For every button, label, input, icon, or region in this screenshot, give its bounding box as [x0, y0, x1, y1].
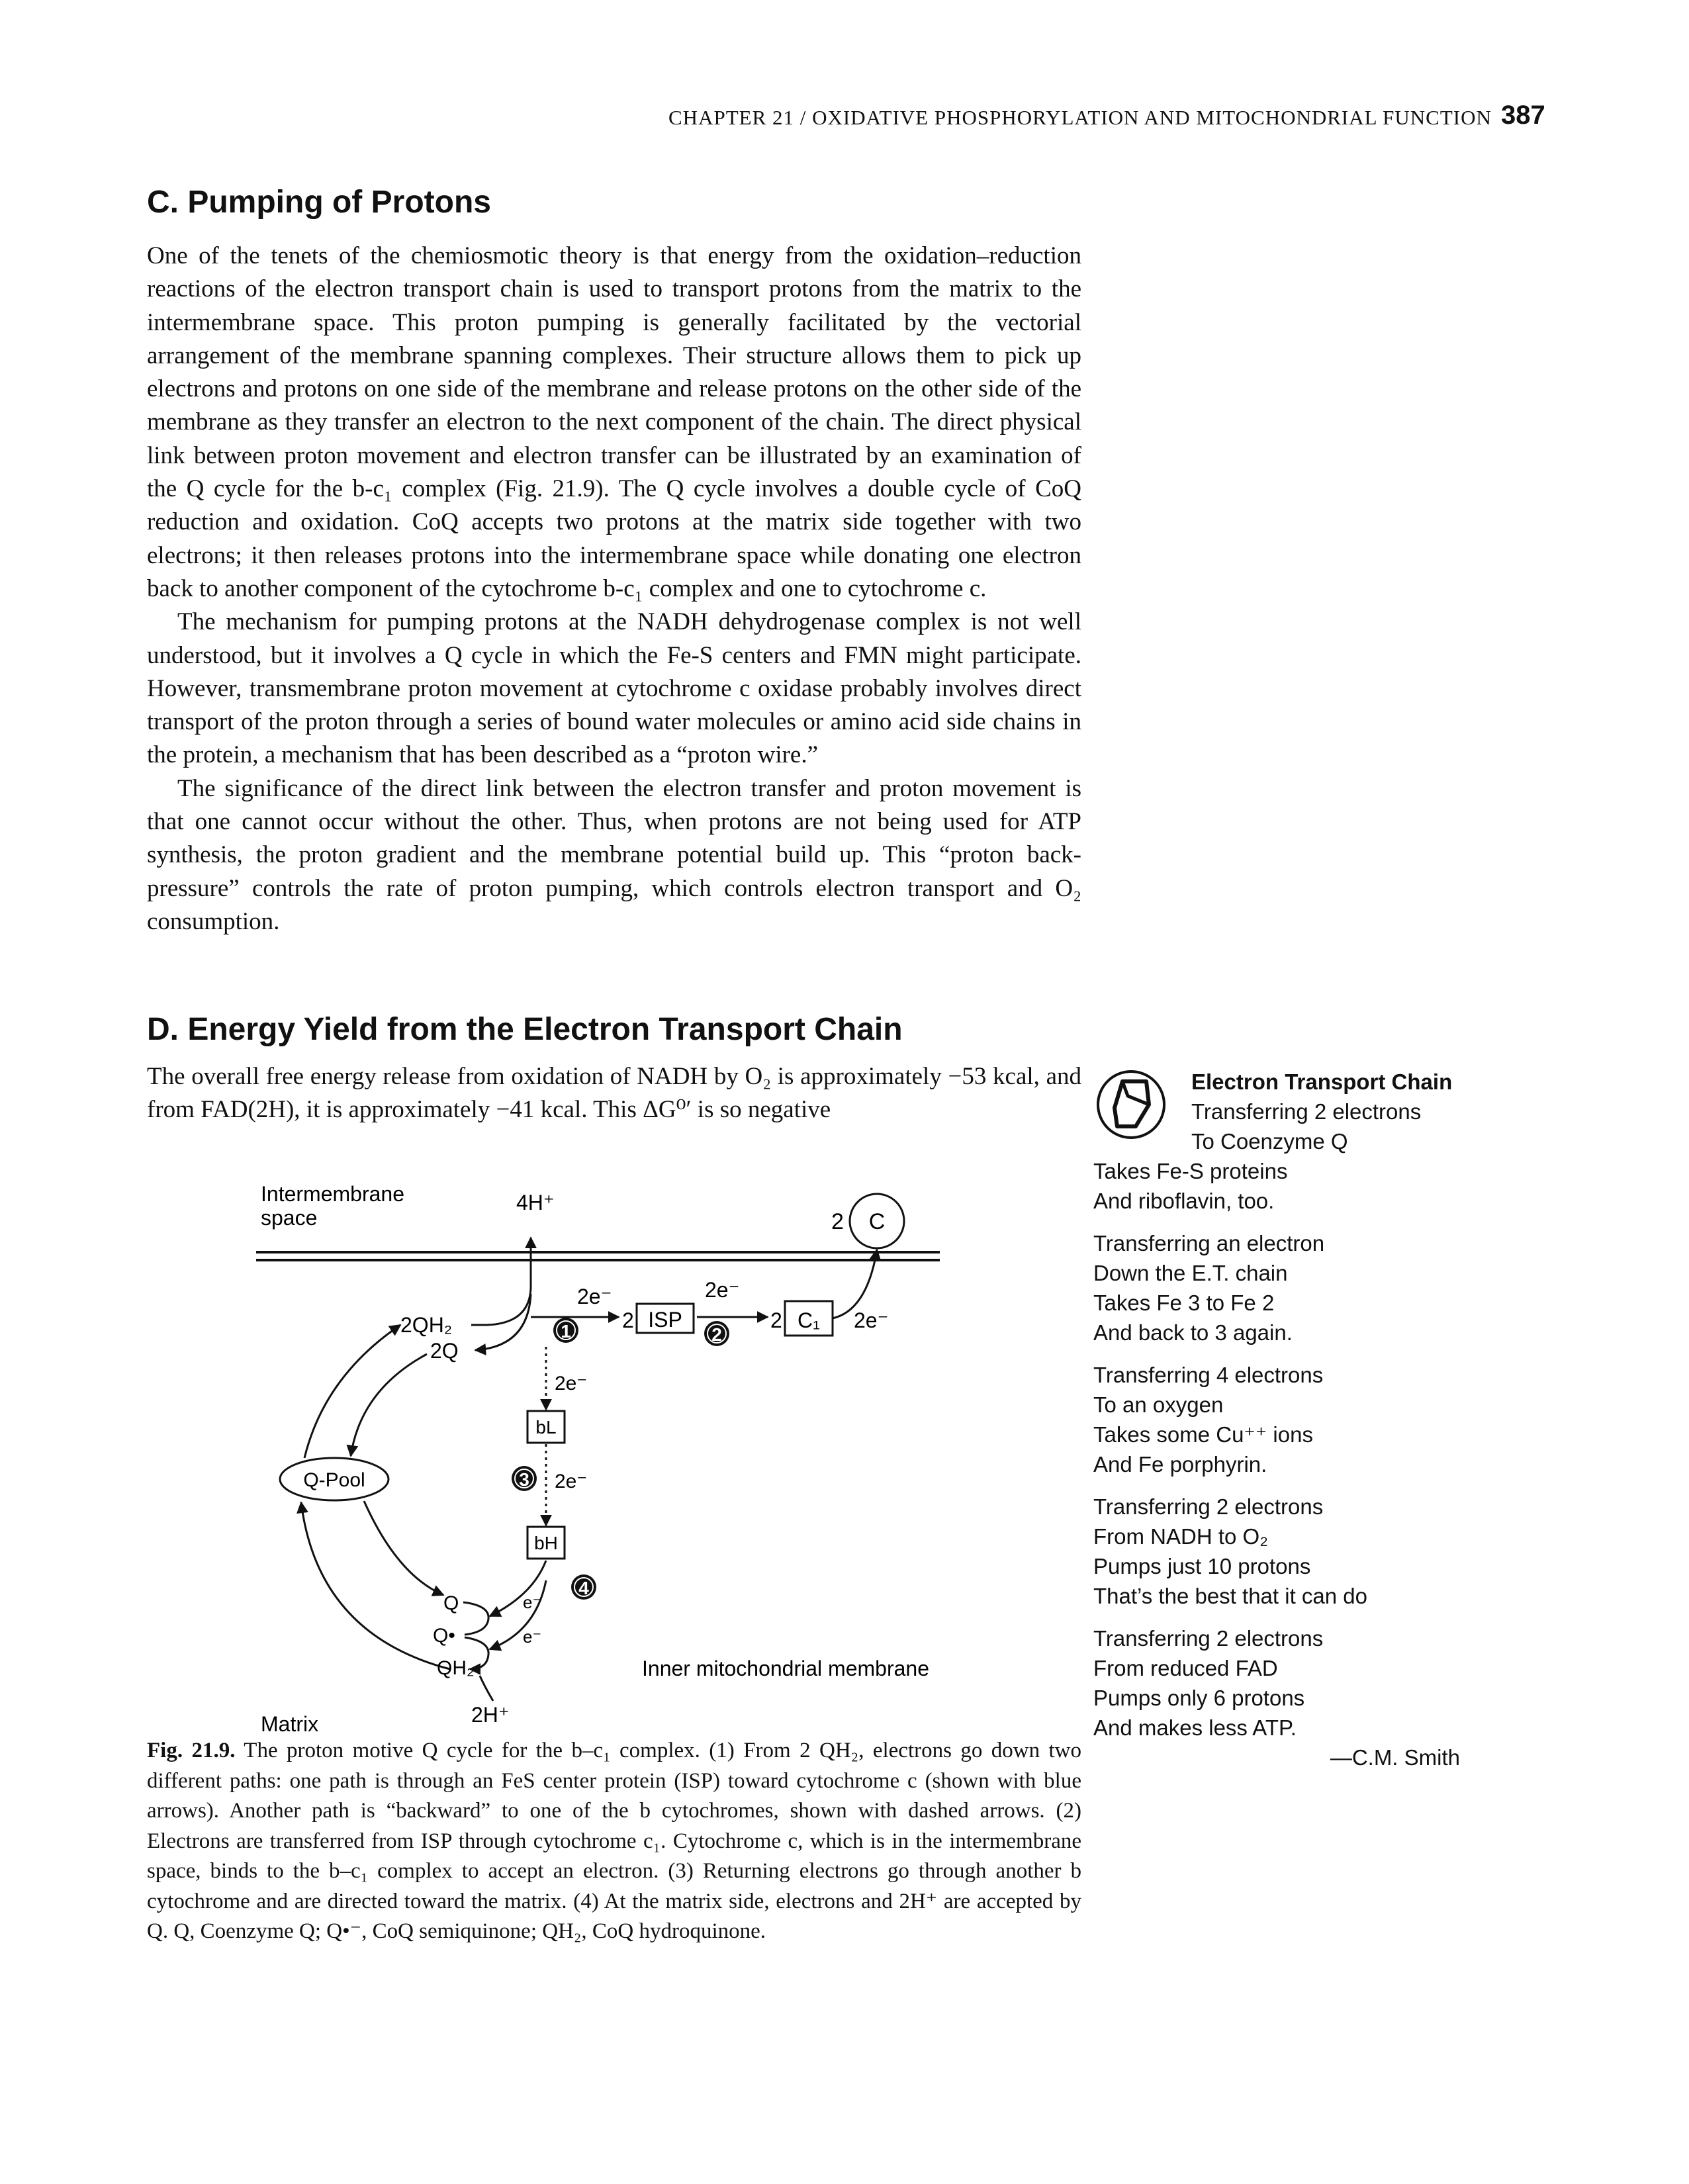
poem-line: Takes Fe-S proteins — [1093, 1159, 1288, 1183]
electron-label-c: 2e⁻ — [854, 1308, 888, 1332]
paragraph: One of the tenets of the chemiosmotic th… — [147, 242, 1081, 602]
poem-line: From NADH to O₂ — [1093, 1524, 1268, 1549]
poem-line: Transferring an electron — [1093, 1231, 1325, 1255]
q-pool-label: Q-Pool — [303, 1469, 365, 1491]
membrane-label: Inner mitochondrial membrane — [642, 1657, 929, 1680]
matrix-label: Matrix — [261, 1712, 318, 1734]
figure-q-cycle: Intermembrane space 4H⁺ 2 C 2QH₂ 2Q 2e⁻ … — [238, 1171, 966, 1734]
page-number: 387 — [1501, 101, 1545, 130]
intermembrane-label: Intermembrane — [261, 1182, 404, 1206]
arrow-q-to-pool — [346, 1353, 428, 1457]
poem-line: Pumps just 10 protons — [1093, 1554, 1311, 1578]
q-return-arrow — [474, 1293, 532, 1355]
two-q-label: 2Q — [430, 1339, 459, 1363]
section-heading-c: C. Pumping of Protons — [147, 185, 491, 220]
electron-label-isp: 2e⁻ — [577, 1285, 612, 1308]
electron-label-bh: 2e⁻ — [555, 1471, 587, 1492]
proton-release-arrow — [486, 1236, 537, 1326]
step-1-label: 1 — [561, 1321, 571, 1342]
step-4-label: 4 — [578, 1578, 589, 1598]
c1-label: C₁ — [798, 1308, 820, 1332]
two-isp-label: 2 — [622, 1308, 634, 1332]
poem-line: And riboflavin, too. — [1093, 1189, 1275, 1213]
section-c-body: One of the tenets of the chemiosmotic th… — [147, 240, 1081, 938]
bl-label: bL — [535, 1417, 556, 1437]
poem-line: Transferring 2 electrons — [1093, 1626, 1324, 1651]
poem-title: Electron Transport Chain — [1191, 1069, 1453, 1094]
poem-line: To Coenzyme Q — [1191, 1129, 1348, 1154]
q-reduction-bracket-2 — [464, 1636, 490, 1675]
rhyme-icon — [1097, 1070, 1165, 1139]
arrow-pool-to-q — [363, 1500, 445, 1596]
two-c-label: 2 — [831, 1209, 844, 1234]
q-reduction-bracket-1 — [463, 1601, 490, 1636]
isp-box — [635, 1302, 695, 1334]
section-heading-d: D. Energy Yield from the Electron Transp… — [147, 1012, 903, 1047]
electron-label-bl: 2e⁻ — [555, 1373, 587, 1394]
poem-line: Transferring 2 electrons — [1093, 1494, 1324, 1519]
electron-arrow-bh-to-qsemi — [488, 1580, 547, 1651]
two-qh2-label: 2QH₂ — [400, 1313, 452, 1337]
paragraph: The overall free energy release from oxi… — [147, 1063, 1081, 1124]
bl-box — [526, 1410, 566, 1444]
poem-line: And back to 3 again. — [1093, 1320, 1293, 1345]
poem-line: Transferring 2 electrons — [1191, 1099, 1422, 1124]
q-cycle-diagram: Intermembrane space 4H⁺ 2 C 2QH₂ 2Q 2e⁻ … — [256, 1182, 940, 1734]
poem-line: To an oxygen — [1093, 1392, 1224, 1417]
electron-label-q: e⁻ — [523, 1592, 541, 1612]
bh-label: bH — [534, 1533, 558, 1553]
electron-label-c1: 2e⁻ — [705, 1278, 739, 1302]
bh-box — [526, 1525, 566, 1560]
poem-line: From reduced FAD — [1093, 1656, 1278, 1680]
electron-arrow-to-c — [832, 1248, 882, 1320]
paragraph: The significance of the direct link betw… — [147, 774, 1081, 935]
qh2-label: QH₂ — [437, 1657, 475, 1679]
poem-line: Down the E.T. chain — [1093, 1261, 1288, 1285]
q-pool-ellipse — [279, 1457, 390, 1502]
electron-label-qsemi: e⁻ — [523, 1627, 541, 1647]
two-c1-label: 2 — [770, 1308, 782, 1332]
proton-uptake-line — [479, 1675, 494, 1702]
poem-line: Transferring 4 electrons — [1093, 1363, 1324, 1387]
cytochrome-c-label: C — [869, 1209, 886, 1234]
poem-line: That’s the best that it can do — [1093, 1584, 1367, 1608]
poem-attribution: —C.M. Smith — [1330, 1745, 1460, 1770]
poem-stanza-3: Transferring 4 electrons To an oxygen Ta… — [1093, 1360, 1464, 1479]
poem-stanza-1: Electron Transport Chain Transferring 2 … — [1093, 1067, 1464, 1216]
step-2-label: 2 — [711, 1324, 722, 1345]
poem-stanza-4: Transferring 2 electrons From NADH to O₂… — [1093, 1492, 1464, 1611]
poem-line: Takes Fe 3 to Fe 2 — [1093, 1291, 1275, 1315]
figure-caption: Fig. 21.9. The proton motive Q cycle for… — [147, 1736, 1081, 1947]
h2-label: 2H⁺ — [471, 1703, 510, 1727]
caption-label: Fig. 21.9. — [147, 1739, 236, 1762]
margin-poem: Electron Transport Chain Transferring 2 … — [1093, 1067, 1464, 1785]
running-head: CHAPTER 21 / OXIDATIVE PHOSPHORYLATION A… — [668, 106, 1492, 129]
cytochrome-c-circle — [848, 1193, 905, 1250]
arrow-qh2-to-pool — [297, 1501, 451, 1670]
space-label: space — [261, 1206, 317, 1230]
poem-stanza-2: Transferring an electron Down the E.T. c… — [1093, 1228, 1464, 1347]
poem-line: Pumps only 6 protons — [1093, 1686, 1305, 1710]
poem-line: And makes less ATP. — [1093, 1715, 1297, 1740]
poem-line: And Fe porphyrin. — [1093, 1452, 1267, 1477]
arrow-pool-to-qh2 — [303, 1324, 402, 1459]
poem-stanza-5: Transferring 2 electrons From reduced FA… — [1093, 1623, 1464, 1772]
h4-label: 4H⁺ — [516, 1191, 555, 1214]
q-semiquinone-label: Q• — [433, 1625, 455, 1647]
q-label: Q — [443, 1592, 459, 1614]
caption-text: The proton motive Q cycle for the b–c₁ c… — [147, 1739, 1081, 1943]
isp-label: ISP — [648, 1308, 682, 1332]
electron-arrow-bh-to-q — [488, 1560, 547, 1617]
paragraph: The mechanism for pumping protons at the… — [147, 608, 1081, 769]
step-3-label: 3 — [519, 1469, 529, 1490]
section-d-body: The overall free energy release from oxi… — [147, 1060, 1081, 1127]
poem-line: Takes some Cu⁺⁺ ions — [1093, 1422, 1313, 1447]
